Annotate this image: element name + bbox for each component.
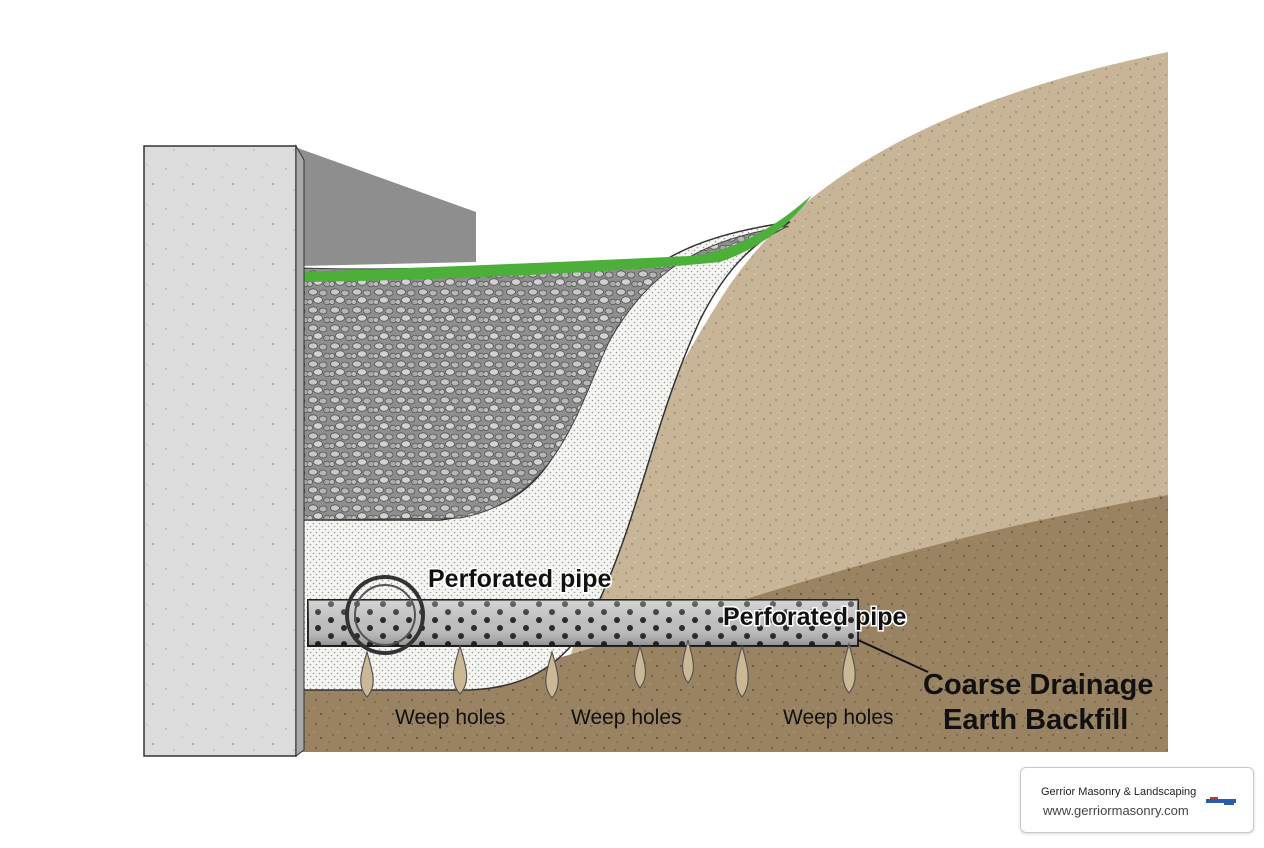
company-website[interactable]: www.gerriormasonry.com bbox=[1043, 803, 1189, 818]
perforated-pipe-label-1: Perforated pipe bbox=[428, 565, 611, 593]
credit-box: Gerrior Masonry & Landscaping www.gerrio… bbox=[1020, 767, 1254, 833]
grass-layer bbox=[300, 195, 812, 282]
earth-backfill-label: Earth Backfill bbox=[943, 704, 1128, 736]
company-logo-icon bbox=[1206, 797, 1236, 805]
company-name: Gerrior Masonry & Landscaping bbox=[1041, 786, 1197, 798]
perforated-pipe bbox=[307, 575, 859, 655]
weep-drop bbox=[633, 645, 647, 689]
weep-holes-label-3: Weep holes bbox=[783, 706, 894, 729]
weep-drop bbox=[681, 639, 695, 684]
weep-drop bbox=[842, 641, 856, 694]
weep-drop bbox=[452, 643, 468, 695]
weep-holes-label-2: Weep holes bbox=[571, 706, 682, 729]
weep-hole-drops bbox=[360, 639, 856, 699]
pipe-end-opening bbox=[345, 575, 425, 655]
weep-holes-label-1: Weep holes bbox=[395, 706, 506, 729]
perforated-pipe-label-2: Perforated pipe bbox=[723, 603, 906, 631]
retaining-wall bbox=[143, 144, 305, 757]
weep-drop bbox=[545, 649, 559, 699]
weep-drop bbox=[735, 643, 749, 698]
weep-drop bbox=[360, 649, 374, 698]
label-leader-line bbox=[857, 639, 929, 673]
wall-top-face bbox=[292, 146, 476, 266]
coarse-drainage-label: Coarse Drainage bbox=[923, 669, 1154, 701]
